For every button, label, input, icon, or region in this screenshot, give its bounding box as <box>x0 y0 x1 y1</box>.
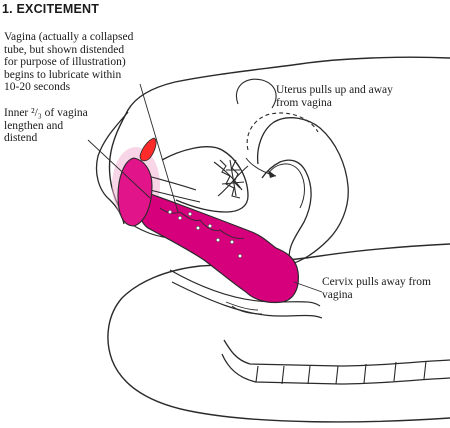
labia <box>117 157 153 227</box>
spine-outline <box>223 339 450 367</box>
ovary-mass <box>213 159 249 199</box>
vertebrae <box>255 360 427 385</box>
dashed-uterus-position <box>246 112 319 151</box>
leader-cervix <box>293 281 323 293</box>
broad-ligament <box>236 78 277 109</box>
leader-inner <box>87 139 151 199</box>
vagina <box>137 189 299 304</box>
label-inner-vagina: Inner ²/₃ of vagina lengthen and distend <box>4 107 88 144</box>
uterus-inner <box>267 163 305 209</box>
leader-vagina <box>139 83 179 213</box>
label-cervix: Cervix pulls away from vagina <box>322 276 431 301</box>
vaginal-ridges <box>159 207 245 239</box>
label-uterus: Uterus pulls up and away from vagina <box>276 84 393 109</box>
label-vagina: Vagina (actually a collapsed tube, but s… <box>4 31 134 93</box>
uterus <box>256 117 349 265</box>
lubrication-droplets <box>167 209 243 259</box>
buttock-outline <box>107 243 450 423</box>
clitoris <box>139 137 157 162</box>
diagram-title: 1. EXCITEMENT <box>2 2 100 16</box>
spine-outline-lower <box>221 353 450 385</box>
abdomen-outline <box>108 56 450 213</box>
rectum-lower <box>171 281 323 319</box>
rectum-wall <box>225 301 263 315</box>
bladder <box>161 146 249 213</box>
uterus-arrow-head <box>268 170 276 178</box>
